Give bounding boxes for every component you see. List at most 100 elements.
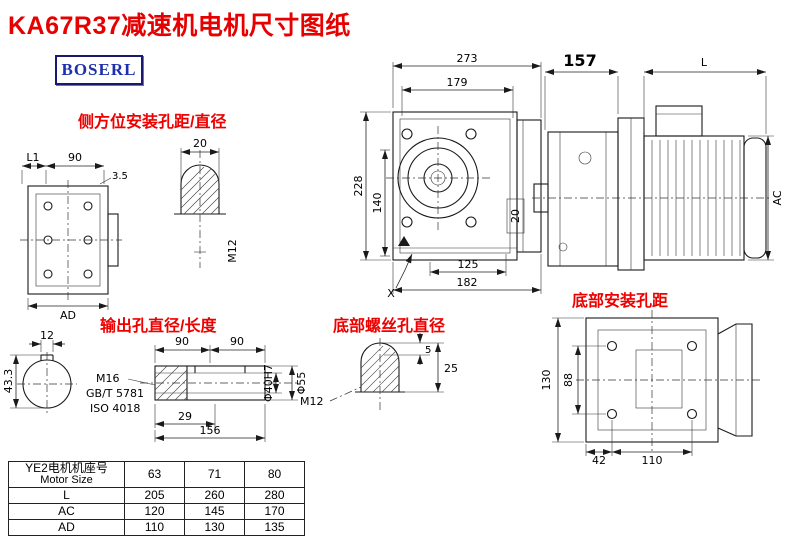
table-header-cn: YE2电机机座号: [25, 461, 108, 475]
side-face-view-drawing: [20, 180, 122, 300]
dim-157-label: 157: [563, 51, 596, 70]
dim-AD: AD: [27, 298, 109, 322]
table-row-L: L 205 260 280: [8, 486, 305, 504]
thread-m12-bottom-label: M12: [300, 395, 324, 408]
value-AC-63: 120: [124, 502, 185, 520]
dim-29: 29: [154, 404, 216, 428]
thread-m12-sidehole: M12: [194, 239, 239, 263]
dim-179-label: 179: [447, 76, 468, 89]
dim-182: 182: [392, 254, 542, 294]
surface-mark-x: X: [387, 253, 413, 300]
dim-110: 110: [612, 420, 693, 467]
dim-90a-label: 90: [175, 335, 189, 348]
dim-90b: 90: [210, 335, 266, 363]
dim-179: 179: [401, 76, 514, 118]
annotations: 侧方位安装孔距/直径 输出孔直径/长度 底部螺丝孔直径 底部安装孔距: [78, 112, 668, 335]
bottom-mount-label: 底部安装孔距: [572, 291, 668, 310]
dim-228-label: 228: [352, 176, 365, 197]
dim-3-5: 3.5: [99, 171, 128, 185]
table-row-AD: AD 110 130 135: [8, 518, 305, 536]
table-header-cell: YE2电机机座号 Motor Size: [8, 461, 125, 488]
front-view-drawing: 20: [386, 111, 542, 261]
dim-AC: AC: [748, 135, 784, 261]
frame-size-80: 80: [244, 461, 305, 488]
dim-43-3: 43.3: [2, 354, 47, 409]
dim-29-label: 29: [178, 410, 192, 423]
dim-228: 228: [352, 111, 391, 261]
dim-88-label: 88: [562, 373, 575, 387]
value-AD-71: 130: [184, 518, 245, 536]
motor-size-table: YE2电机机座号 Motor Size 63 71 80 L 205 260 2…: [8, 461, 305, 536]
key-width-box-label: 20: [509, 209, 522, 223]
bottom-screw-label: 底部螺丝孔直径: [333, 316, 445, 335]
thread-m12-bottom: M12: [300, 386, 362, 408]
frame-size-71: 71: [184, 461, 245, 488]
dim-125: 125: [429, 254, 507, 276]
row-label-AC: AC: [8, 502, 125, 520]
thread-m12-sidehole-label: M12: [226, 239, 239, 263]
dim-25-label: 25: [444, 362, 458, 375]
dim-90-side: 90: [46, 151, 105, 184]
dim-182-label: 182: [457, 276, 478, 289]
dim-3-5-label: 3.5: [112, 171, 128, 182]
dim-90b-label: 90: [230, 335, 244, 348]
dim-outer-55-label: Φ55: [295, 372, 308, 395]
dim-L-label: L: [701, 56, 708, 69]
row-label-AD: AD: [8, 518, 125, 536]
output-shaft-end-view: [17, 352, 77, 416]
dim-130-label: 130: [540, 370, 553, 391]
table-header-row: YE2电机机座号 Motor Size 63 71 80: [8, 461, 305, 488]
value-AC-80: 170: [244, 502, 305, 520]
dim-L1: L1: [21, 151, 47, 184]
dim-L: L: [643, 56, 767, 134]
row-label-L: L: [8, 486, 125, 504]
page-title: KA67R37减速机电机尺寸图纸: [8, 12, 351, 40]
dim-20-sidehole-label: 20: [193, 137, 207, 150]
dim-AC-label: AC: [771, 190, 784, 205]
surface-mark-label: X: [387, 287, 395, 300]
output-hole-label: 输出孔直径/长度: [100, 316, 217, 335]
dim-42: 42: [585, 420, 613, 467]
motor-side-view-drawing: [532, 105, 770, 271]
dim-88: 88: [562, 345, 606, 415]
side-mount-label: 侧方位安装孔距/直径: [78, 112, 226, 131]
dim-156-label: 156: [200, 424, 221, 437]
dim-12-label: 12: [40, 329, 54, 342]
std-gb-label: GB/T 5781: [86, 387, 144, 400]
dim-156: 156: [154, 404, 266, 442]
thread-m16-label: M16: [96, 372, 120, 385]
dim-273: 273: [392, 52, 542, 118]
value-AC-71: 145: [184, 502, 245, 520]
frame-size-63: 63: [124, 461, 185, 488]
side-hole-detail-drawing: [174, 150, 226, 268]
value-L-71: 260: [184, 486, 245, 504]
table-header-en: Motor Size: [40, 474, 93, 487]
dim-AD-label: AD: [60, 309, 76, 322]
dim-12: 12: [29, 329, 65, 352]
dim-110-label: 110: [642, 454, 663, 467]
dim-90-side-label: 90: [68, 151, 82, 164]
dim-130: 130: [540, 317, 584, 443]
brand-logo: BOSERL: [55, 55, 143, 85]
value-L-80: 280: [244, 486, 305, 504]
value-AD-63: 110: [124, 518, 185, 536]
dim-L1-label: L1: [26, 151, 39, 164]
value-L-63: 205: [124, 486, 185, 504]
dim-90a: 90: [154, 335, 211, 363]
dim-bore-40: Φ40H7: [262, 364, 282, 402]
dim-bore-40-label: Φ40H7: [262, 364, 275, 402]
dim-273-label: 273: [457, 52, 478, 65]
thread-spec: M16 GB/T 5781 ISO 4018: [86, 372, 156, 415]
dim-157: 157: [544, 51, 619, 130]
dim-125-label: 125: [458, 258, 479, 271]
dim-outer-55: Φ55: [265, 365, 308, 401]
dim-43-3-label: 43.3: [2, 369, 15, 394]
dim-42-label: 42: [592, 454, 606, 467]
value-AD-80: 135: [244, 518, 305, 536]
table-row-AC: AC 120 145 170: [8, 502, 305, 520]
dim-5-label: 5: [425, 345, 431, 356]
dim-140: 140: [371, 149, 390, 257]
bottom-hole-detail-drawing: [355, 338, 405, 412]
